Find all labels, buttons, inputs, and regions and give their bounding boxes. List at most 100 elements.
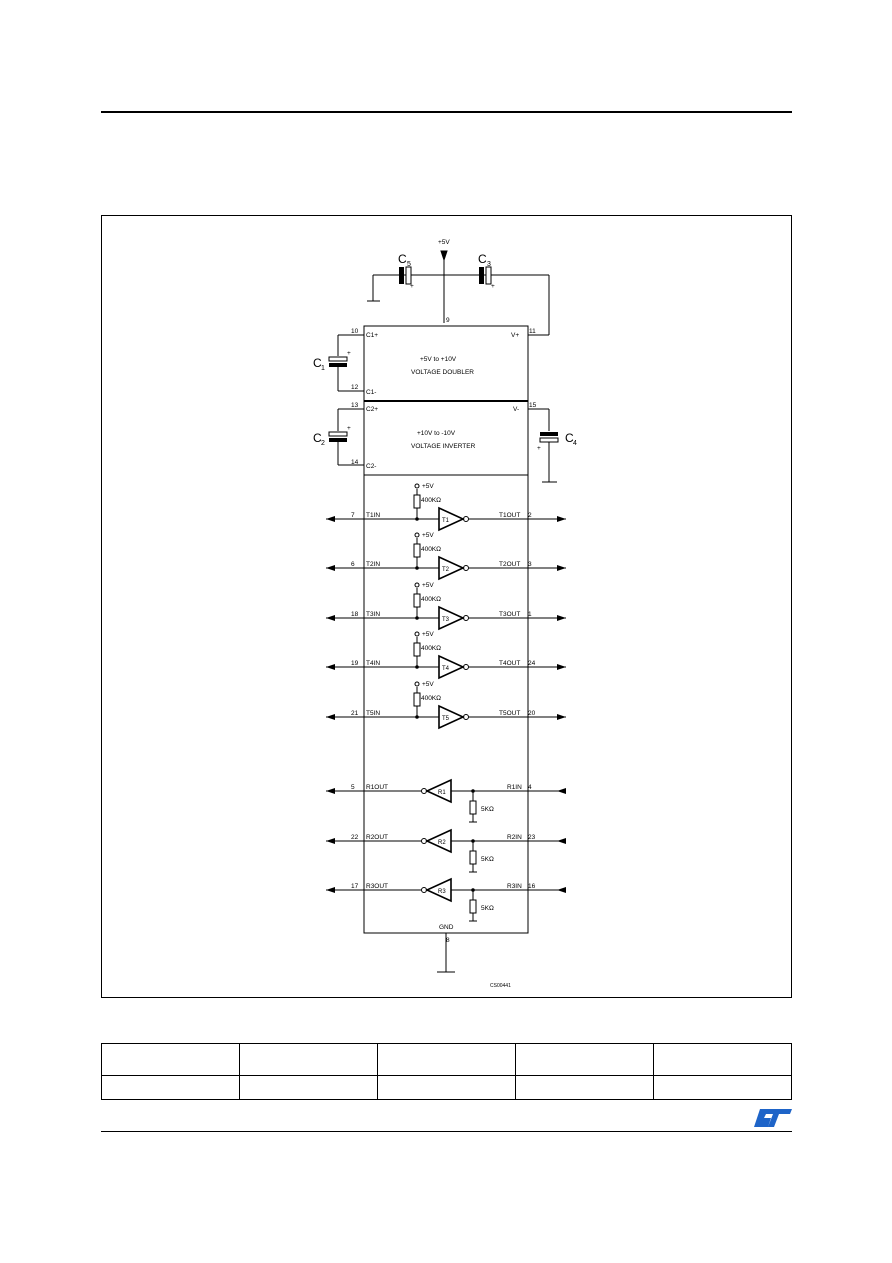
- pin-c2p-num: 13: [351, 402, 359, 409]
- output-pin-name: R2OUT: [366, 834, 388, 841]
- input-pin-number: 23: [528, 834, 536, 841]
- transmitter-label: T2: [442, 567, 450, 573]
- output-pin-name: R3OUT: [366, 883, 388, 890]
- pullup-label: +5V: [422, 582, 434, 589]
- capacitor-c2-wiring: [337, 408, 364, 466]
- table-cell: [239, 1043, 378, 1076]
- input-arrow: [326, 516, 335, 522]
- pulldown-resistor-value: 5KΩ: [481, 856, 494, 863]
- table-cell: [515, 1043, 654, 1076]
- transmitter-label: T5: [442, 716, 450, 722]
- svg-text:C: C: [398, 252, 407, 266]
- capacitor-c1: + C 1: [313, 350, 351, 372]
- svg-text:5: 5: [407, 261, 411, 268]
- receiver-label: R1: [438, 790, 446, 796]
- input-arrow: [326, 714, 335, 720]
- input-arrow: [326, 664, 335, 670]
- input-pin-name: R1IN: [507, 784, 522, 791]
- pullup-label: +5V: [422, 483, 434, 490]
- svg-text:1: 1: [321, 365, 325, 372]
- receiver-label: R2: [438, 840, 446, 846]
- data-table: [101, 1043, 792, 1100]
- table-row: [101, 1043, 792, 1076]
- table-row: [101, 1075, 792, 1100]
- output-arrow: [557, 615, 566, 621]
- output-pin-name: T4OUT: [499, 660, 520, 667]
- table-cell: [653, 1075, 792, 1100]
- input-arrow: [557, 838, 566, 844]
- st-logo-icon: [754, 1109, 792, 1127]
- pin-vplus-name: V+: [511, 332, 519, 339]
- capacitor-c1-wiring: [337, 334, 364, 392]
- input-arrow: [557, 887, 566, 893]
- figure-frame: + C 5 + C 3 +5V 9 11 V+ + C 1 10 C1+ 12 …: [101, 215, 792, 998]
- supply-label: +5V: [438, 239, 450, 246]
- figure-code: CS00441: [490, 983, 511, 989]
- svg-text:+: +: [347, 350, 351, 357]
- pin-c1m-name: C1-: [366, 389, 376, 396]
- pin-c2p-name: C2+: [366, 406, 378, 413]
- pullup-resistor-value: 400KΩ: [421, 546, 441, 553]
- input-pin-name: T3IN: [366, 611, 380, 618]
- output-arrow: [557, 565, 566, 571]
- input-pin-name: T5IN: [366, 710, 380, 717]
- pin-vcc-num: 9: [446, 317, 450, 324]
- transmitter-label: T1: [442, 518, 450, 524]
- svg-text:+: +: [410, 283, 414, 290]
- receiver-label: R3: [438, 889, 446, 895]
- input-pin-number: 7: [351, 512, 355, 519]
- svg-text:C: C: [565, 431, 574, 445]
- header-rule: [101, 111, 792, 113]
- output-pin-number: 1: [528, 611, 532, 618]
- output-pin-number: 3: [528, 561, 532, 568]
- pin-c2m-num: 14: [351, 459, 359, 466]
- table-cell: [377, 1075, 516, 1100]
- capacitor-c2: + C 2: [313, 425, 351, 447]
- svg-text:C: C: [313, 431, 322, 445]
- pin-vminus-name: V-: [513, 406, 519, 413]
- output-arrow: [557, 714, 566, 720]
- pin-c1p-name: C1+: [366, 332, 378, 339]
- output-pin-number: 20: [528, 710, 536, 717]
- output-pin-number: 17: [351, 883, 359, 890]
- capacitor-c5: + C 5: [398, 252, 414, 290]
- doubler-line2: VOLTAGE DOUBLER: [411, 369, 474, 376]
- svg-text:C: C: [478, 252, 487, 266]
- capacitor-c4-wiring: [528, 408, 557, 483]
- pullup-label: +5V: [422, 681, 434, 688]
- pullup-label: +5V: [422, 532, 434, 539]
- svg-text:4: 4: [573, 440, 577, 447]
- pin-c1p-num: 10: [351, 328, 359, 335]
- svg-text:2: 2: [321, 440, 325, 447]
- input-arrow: [557, 788, 566, 794]
- table-cell: [653, 1043, 792, 1076]
- input-arrow: [326, 615, 335, 621]
- circuit-schematic: + C 5 + C 3 +5V 9 11 V+ + C 1 10 C1+ 12 …: [313, 239, 577, 989]
- inverter-line2: VOLTAGE INVERTER: [411, 443, 476, 450]
- table-cell: [377, 1043, 516, 1076]
- table-cell: [101, 1043, 240, 1076]
- pullup-label: +5V: [422, 631, 434, 638]
- output-pin-name: T1OUT: [499, 512, 520, 519]
- pin-c2m-name: C2-: [366, 463, 376, 470]
- pulldown-resistor-value: 5KΩ: [481, 905, 494, 912]
- output-arrow: [326, 887, 335, 893]
- table-cell: [101, 1075, 240, 1100]
- output-pin-number: 22: [351, 834, 359, 841]
- output-pin-name: T2OUT: [499, 561, 520, 568]
- input-pin-number: 19: [351, 660, 359, 667]
- svg-text:C: C: [313, 356, 322, 370]
- pullup-resistor-value: 400KΩ: [421, 596, 441, 603]
- output-arrow: [326, 788, 335, 794]
- input-pin-name: T4IN: [366, 660, 380, 667]
- pulldown-resistor-value: 5KΩ: [481, 806, 494, 813]
- svg-text:3: 3: [487, 261, 491, 268]
- table-cell: [515, 1075, 654, 1100]
- input-arrow: [326, 565, 335, 571]
- pullup-resistor-value: 400KΩ: [421, 497, 441, 504]
- pin-gnd-num: 8: [446, 937, 450, 944]
